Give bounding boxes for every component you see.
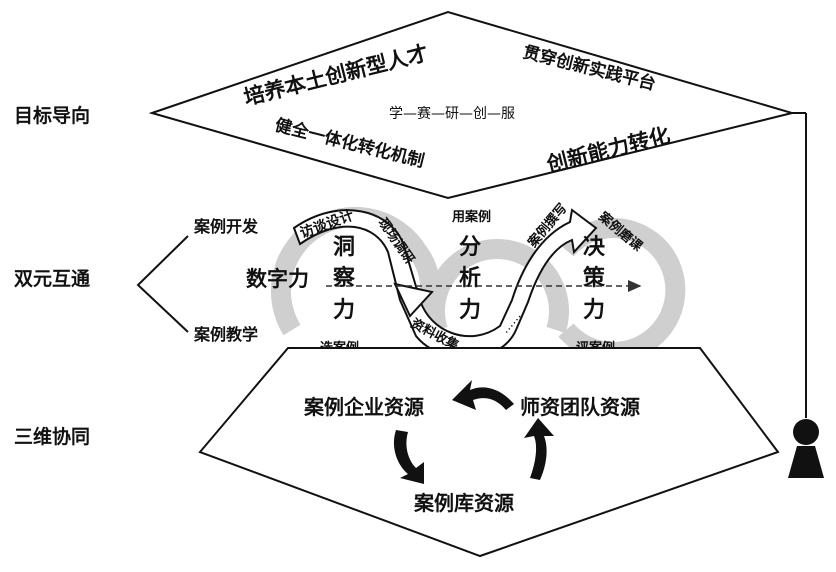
cycle-arrows	[393, 380, 554, 484]
res-faculty: 师资团队资源	[520, 395, 640, 419]
label-goal: 目标导向	[14, 104, 90, 127]
svg-text:力: 力	[583, 298, 605, 323]
svg-text:析: 析	[459, 266, 481, 291]
svg-text:力: 力	[333, 298, 355, 323]
top-center: 学—赛—研—创—服	[389, 106, 515, 122]
cap-digital: 数字力	[246, 267, 309, 291]
label-use-case: 用案例	[451, 209, 491, 225]
res-enterprise: 案例企业资源	[303, 395, 424, 419]
res-library: 案例库资源	[413, 491, 514, 515]
cap-insight: 洞 察 力	[333, 235, 356, 323]
label-dual: 双元互通	[14, 268, 91, 290]
svg-text:察: 察	[333, 265, 356, 291]
svg-text:策: 策	[583, 265, 606, 291]
branch-case-teach: 案例教学	[193, 325, 258, 344]
label-tri: 三维协同	[14, 425, 90, 448]
branch-case-dev: 案例开发	[193, 217, 259, 236]
svg-text:分: 分	[459, 235, 481, 260]
svg-text:洞: 洞	[333, 235, 355, 260]
branch-bracket	[136, 235, 189, 333]
person-icon	[788, 419, 824, 478]
svg-text:决: 决	[583, 235, 606, 260]
cap-decision: 决 策 力	[583, 235, 606, 323]
cap-analysis: 分 析 力	[459, 235, 481, 323]
svg-text:力: 力	[459, 298, 481, 323]
resource-pentagon	[198, 347, 780, 558]
ribbon-arrowhead	[393, 282, 434, 318]
